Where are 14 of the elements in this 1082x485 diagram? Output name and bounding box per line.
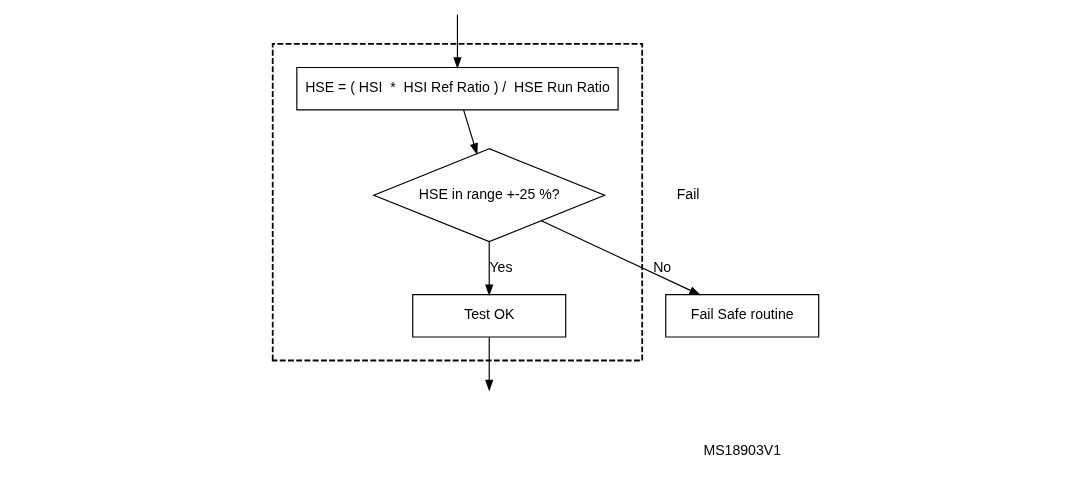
node-diamond: HSE in range +-25 %? [372,147,607,242]
node-box: HSE = ( HSI * HSI Ref Ratio ) / HSE Run Ratio [296,66,619,110]
label: MS18903V1 [703,441,782,458]
arrow [453,13,462,69]
arrow [485,336,494,392]
arrow [485,240,494,296]
arrow [463,108,478,155]
node-box: Fail Safe routine [665,293,820,338]
label: Fail [676,185,700,202]
edge-label: No [653,258,672,275]
cluster [271,42,644,361]
edge-label: Yes [489,258,513,275]
node-box: Test OK [412,293,567,338]
arrow [540,219,702,295]
